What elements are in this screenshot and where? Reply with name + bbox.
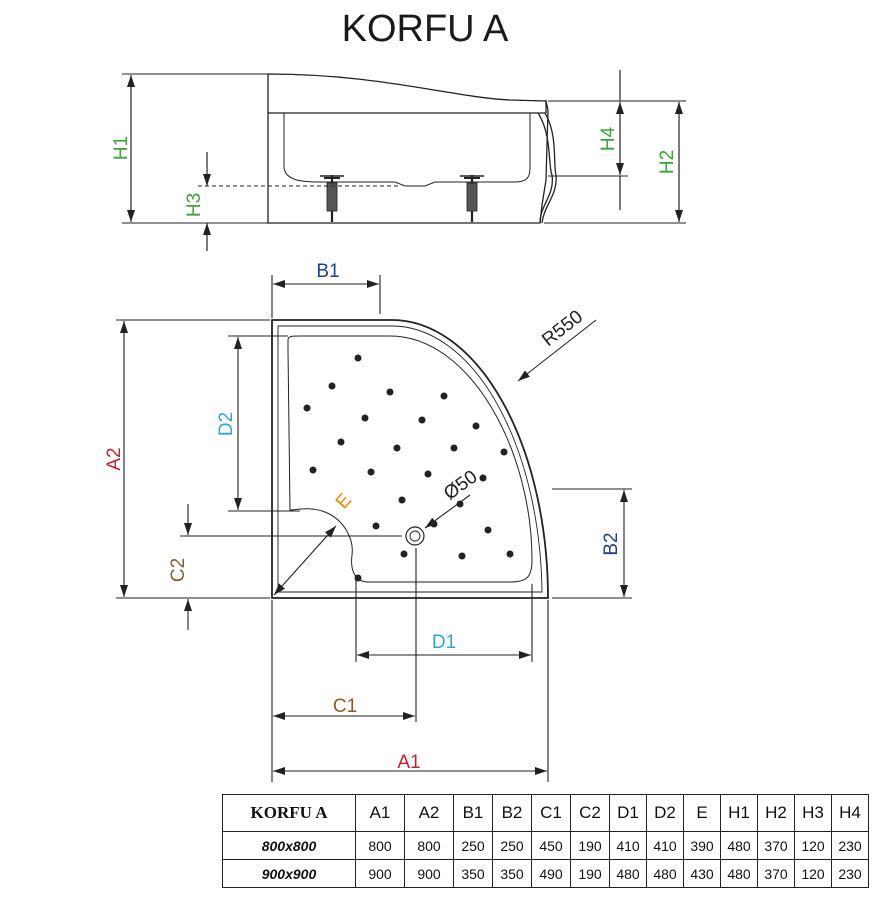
label-C2: C2	[168, 558, 189, 582]
table-cell: 370	[757, 831, 795, 860]
top-view	[271, 319, 549, 599]
row-size-label: 900x900	[222, 859, 356, 888]
col-C1: C1	[531, 794, 571, 832]
tray-outline	[271, 319, 549, 599]
label-radius: R550	[538, 306, 587, 351]
table-cell: 800	[404, 831, 454, 860]
table-cell: 480	[720, 859, 758, 888]
table-cell: 390	[683, 831, 721, 860]
col-H1: H1	[720, 794, 758, 832]
col-H4: H4	[831, 794, 869, 832]
tray-side-profile	[267, 73, 549, 224]
table-cell: 250	[453, 831, 493, 860]
table-model-header: KORFU A	[222, 794, 356, 832]
label-H3: H3	[184, 193, 205, 217]
label-A1: A1	[397, 752, 420, 773]
table-cell: 350	[453, 859, 493, 888]
col-D1: D1	[609, 794, 647, 832]
technical-drawing: H1 H3 H4 H2	[104, 70, 686, 782]
table-cell: 230	[831, 831, 869, 860]
table-cell: 230	[831, 859, 869, 888]
anti-slip-dots	[303, 354, 514, 582]
col-A2: A2	[404, 794, 454, 832]
basin-outline	[287, 335, 533, 583]
table-cell: 480	[646, 859, 684, 888]
label-B2: B2	[601, 532, 622, 555]
table-cell: 350	[492, 859, 532, 888]
label-C1: C1	[333, 696, 357, 717]
table-cell: 120	[794, 859, 832, 888]
col-H3: H3	[794, 794, 832, 832]
radius-leader	[517, 319, 597, 382]
table-cell: 490	[531, 859, 571, 888]
label-H1: H1	[111, 136, 132, 160]
table-row: 900x900 900 900 350 350 490 190 480 480 …	[222, 859, 869, 888]
top-view-dimensions	[116, 275, 632, 782]
table-cell: 250	[492, 831, 532, 860]
label-H2: H2	[657, 150, 678, 174]
col-B1: B1	[453, 794, 493, 832]
col-C2: C2	[570, 794, 610, 832]
table-cell: 190	[570, 859, 610, 888]
drain-leader	[424, 494, 471, 529]
col-B2: B2	[492, 794, 532, 832]
table-cell: 480	[720, 831, 758, 860]
support-foot-right	[460, 175, 484, 222]
label-H4: H4	[598, 126, 619, 151]
table-cell: 190	[570, 831, 610, 860]
col-E: E	[683, 794, 721, 832]
table-cell: 410	[646, 831, 684, 860]
label-D1: D1	[432, 632, 456, 653]
dimensions-table: KORFU A A1 A2 B1 B2 C1 C2 D1 D2 E H1 H2 …	[222, 794, 869, 888]
col-H2: H2	[757, 794, 795, 832]
label-B1: B1	[316, 261, 339, 282]
drain-hole	[405, 526, 425, 546]
support-foot-left	[320, 175, 344, 222]
table-cell: 430	[683, 859, 721, 888]
table-cell: 900	[355, 859, 405, 888]
table-cell: 480	[609, 859, 647, 888]
E-dimension	[273, 525, 337, 596]
col-D2: D2	[646, 794, 684, 832]
label-A2: A2	[104, 447, 125, 470]
label-D2: D2	[216, 412, 237, 436]
table-cell: 370	[757, 859, 795, 888]
table-cell: 450	[531, 831, 571, 860]
table-row: 800x800 800 800 250 250 450 190 410 410 …	[222, 831, 869, 860]
row-size-label: 800x800	[222, 831, 356, 860]
col-A1: A1	[355, 794, 405, 832]
table-cell: 800	[355, 831, 405, 860]
side-view	[122, 70, 686, 251]
page-title: KORFU A	[341, 8, 509, 50]
table-cell: 900	[404, 859, 454, 888]
table-cell: 120	[794, 831, 832, 860]
table-cell: 410	[609, 831, 647, 860]
